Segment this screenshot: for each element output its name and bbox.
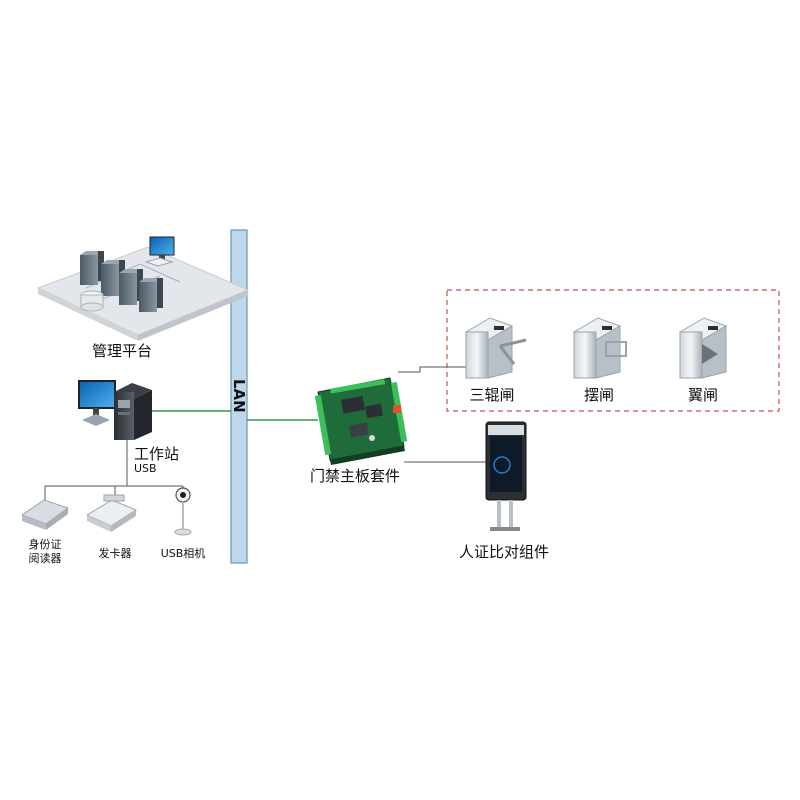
lan-bus: [230, 229, 248, 564]
pc-tower-icon: [114, 383, 152, 440]
id-reader-label-line1: 身份证: [28, 538, 62, 551]
workstation-illustration: [78, 380, 152, 440]
access-board-illustration: [314, 377, 408, 465]
id-reader-label-line2: 阅读器: [28, 552, 62, 565]
workstation-label: 工作站: [134, 445, 180, 463]
management-platform-illustration: [36, 236, 250, 341]
gates-group-box: [446, 289, 780, 412]
server-tower-icon: [80, 251, 104, 285]
access-board-label: 门禁主板套件: [310, 467, 401, 485]
usb-label: USB: [134, 462, 157, 475]
monitor-icon: [144, 236, 175, 267]
server-tower-icon: [139, 278, 163, 312]
usb-camera-label: USB相机: [160, 547, 206, 560]
tripod-turnstile-illustration: [464, 317, 527, 379]
flap-gate-label: 翼闸: [687, 386, 719, 404]
id-reader-illustration: [20, 499, 70, 530]
usb-camera-illustration: [174, 487, 192, 536]
swing-gate-illustration: [572, 317, 627, 379]
card-issuer-illustration: [85, 494, 138, 532]
id-reader-label: 身份证 阅读器: [29, 538, 62, 566]
card-issuer-label: 发卡器: [98, 547, 132, 560]
link-board-gates: [398, 366, 470, 373]
face-id-terminal-illustration: [485, 421, 527, 531]
lan-label: LAN: [230, 379, 248, 413]
database-icon: [80, 290, 104, 312]
management-platform-label: 管理平台: [91, 342, 153, 360]
tripod-turnstile-label: 三辊闸: [469, 386, 515, 404]
swing-gate-label: 摆闸: [583, 386, 615, 404]
flap-gate-illustration: [678, 317, 728, 379]
face-id-terminal-label: 人证比对组件: [458, 543, 550, 561]
